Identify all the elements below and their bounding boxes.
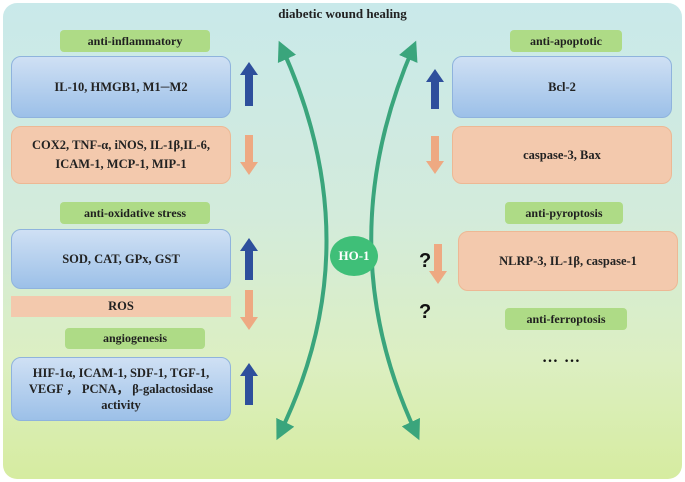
label-anti-oxidative-stress: anti-oxidative stress [60, 202, 210, 224]
down-arrow-icon [429, 244, 447, 284]
label-anti-pyroptosis: anti-pyroptosis [505, 202, 623, 224]
box-text: IL-10, HMGB1, M1─M2 [54, 79, 188, 94]
box-text-line1: COX2, TNF-α, iNOS, IL-1β,IL-6, [32, 138, 210, 153]
box-text-line2: VEGF ， PCNA， β-galactosidase [28, 381, 214, 396]
box-text-line3: activity [101, 398, 141, 413]
box-il10-hmgb1: IL-10, HMGB1, M1─M2 [11, 56, 231, 118]
label-anti-ferroptosis: anti-ferroptosis [505, 308, 627, 330]
box-text-line2: ICAM-1, MCP-1, MIP-1 [55, 157, 187, 171]
down-arrow-icon [240, 135, 258, 175]
box-ros: ROS [11, 296, 231, 317]
box-bcl2: Bcl-2 [452, 56, 672, 118]
up-arrow-icon [240, 363, 258, 405]
diagram-title: diabetic wound healing [278, 6, 407, 21]
up-arrow-icon [240, 62, 258, 106]
label-anti-apoptotic: anti-apoptotic [510, 30, 622, 52]
box-sod-cat: SOD, CAT, GPx, GST [11, 229, 231, 289]
label-angiogenesis: angiogenesis [65, 328, 205, 349]
down-arrow-icon [426, 136, 444, 174]
box-hif1a: HIF-1α, ICAM-1, SDF-1, TGF-1, VEGF ， PCN… [11, 357, 231, 421]
box-text: caspase-3, Bax [523, 147, 601, 162]
up-arrow-icon [426, 69, 444, 109]
box-nlrp3: NLRP-3, IL-1β, caspase-1 [458, 231, 678, 291]
box-text: NLRP-3, IL-1β, caspase-1 [499, 253, 637, 268]
question-mark-pyroptosis: ? [419, 250, 432, 272]
box-text: Bcl-2 [548, 79, 576, 94]
down-arrow-icon [240, 290, 258, 330]
box-caspase3-bax: caspase-3, Bax [452, 126, 672, 184]
ho1-node: HO-1 [330, 236, 378, 276]
box-text-line1: HIF-1α, ICAM-1, SDF-1, TGF-1, [32, 365, 210, 380]
label-anti-inflammatory: anti-inflammatory [60, 30, 210, 52]
box-text: SOD, CAT, GPx, GST [62, 251, 180, 266]
question-mark-ferroptosis: ? [419, 301, 432, 323]
box-cox2-tnf: COX2, TNF-α, iNOS, IL-1β,IL-6, ICAM-1, M… [11, 126, 231, 184]
ellipsis-text: … … [542, 349, 581, 366]
up-arrow-icon [240, 238, 258, 280]
